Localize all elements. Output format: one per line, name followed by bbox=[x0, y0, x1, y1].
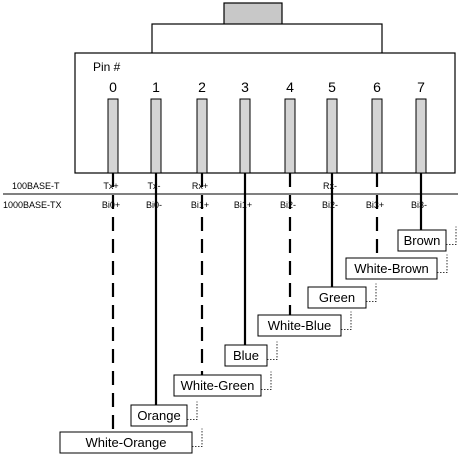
signal-100base-t-pin-5: Rx- bbox=[323, 181, 337, 191]
connector-shoulder bbox=[151, 23, 383, 55]
color-box-pin-2 bbox=[173, 374, 262, 397]
leader-pin-1 bbox=[187, 401, 198, 420]
signal-1000base-tx-pin-7: Bi3- bbox=[411, 200, 427, 210]
standard-label-1000base-tx: 1000BASE-TX bbox=[3, 200, 62, 210]
pin-contact-6 bbox=[371, 98, 383, 174]
signal-1000base-tx-pin-4: Bi2- bbox=[280, 200, 296, 210]
pin-contact-0 bbox=[107, 98, 119, 174]
signal-100base-t-pin-1: Tx- bbox=[148, 181, 161, 191]
pin-number-1: 1 bbox=[152, 79, 160, 95]
pin-number-4: 4 bbox=[286, 79, 294, 95]
signal-100base-t-pin-0: Tx+ bbox=[103, 181, 118, 191]
signal-1000base-tx-pin-6: Bi3+ bbox=[366, 200, 384, 210]
pin-number-2: 2 bbox=[198, 79, 206, 95]
color-box-pin-6 bbox=[345, 257, 438, 280]
pin-number-5: 5 bbox=[328, 79, 336, 95]
signal-labels: Tx+ Tx- Rx+ Rx- Bi0+ Bi0- Bi1+ Bi1+ Bi2- Bi2- Bi3+… bbox=[102, 181, 427, 210]
pin-number-6: 6 bbox=[373, 79, 381, 95]
signal-1000base-tx-pin-5: Bi2- bbox=[322, 200, 338, 210]
standard-label-100base-t: 100BASE-T bbox=[12, 181, 60, 191]
pin-number-3: 3 bbox=[241, 79, 249, 95]
leader-lines bbox=[187, 226, 457, 447]
color-label-pin-3: Blue bbox=[233, 348, 259, 363]
color-box-pin-3 bbox=[224, 344, 268, 367]
pin-contact-7 bbox=[415, 98, 427, 174]
pin-contact-3 bbox=[239, 98, 251, 174]
pin-numbers: 0 1 2 3 4 5 6 7 bbox=[109, 79, 425, 95]
pin-number-0: 0 bbox=[109, 79, 117, 95]
signal-1000base-tx-pin-1: Bi0- bbox=[146, 200, 162, 210]
color-label-pin-0: White-Orange bbox=[86, 435, 167, 450]
color-label-pin-5: Green bbox=[319, 290, 355, 305]
pin-header-label: Pin # bbox=[93, 60, 121, 74]
leader-pin-5 bbox=[366, 283, 377, 302]
color-label-pin-1: Orange bbox=[137, 408, 180, 423]
color-box-pin-0 bbox=[59, 431, 193, 454]
leader-pin-7 bbox=[446, 226, 457, 245]
pin-contact-4 bbox=[284, 98, 296, 174]
signal-1000base-tx-pin-0: Bi0+ bbox=[102, 200, 120, 210]
pin-contact-1 bbox=[150, 98, 162, 174]
connector-tab bbox=[223, 2, 283, 28]
color-label-pin-6: White-Brown bbox=[354, 261, 428, 276]
pin-contact-2 bbox=[196, 98, 208, 174]
leader-pin-6 bbox=[437, 254, 448, 273]
leader-pin-2 bbox=[261, 371, 272, 390]
leader-pin-3 bbox=[267, 341, 278, 360]
color-box-pin-4 bbox=[257, 314, 342, 337]
connector-body bbox=[74, 52, 456, 174]
color-box-pin-7 bbox=[397, 229, 447, 252]
color-box-pin-5 bbox=[307, 286, 367, 309]
color-label-pin-2: White-Green bbox=[181, 378, 255, 393]
leader-pin-0 bbox=[192, 428, 203, 447]
signal-1000base-tx-pin-2: Bi1+ bbox=[191, 200, 209, 210]
color-box-pin-1 bbox=[130, 404, 188, 427]
pin-number-7: 7 bbox=[417, 79, 425, 95]
color-label-pin-4: White-Blue bbox=[268, 318, 332, 333]
color-label-pin-7: Brown bbox=[404, 233, 441, 248]
wire-lines bbox=[111, 173, 423, 432]
leader-pin-4 bbox=[341, 311, 352, 330]
signal-1000base-tx-pin-3: Bi1+ bbox=[234, 200, 252, 210]
pin-contact-5 bbox=[326, 98, 338, 174]
signal-100base-t-pin-2: Rx+ bbox=[192, 181, 208, 191]
